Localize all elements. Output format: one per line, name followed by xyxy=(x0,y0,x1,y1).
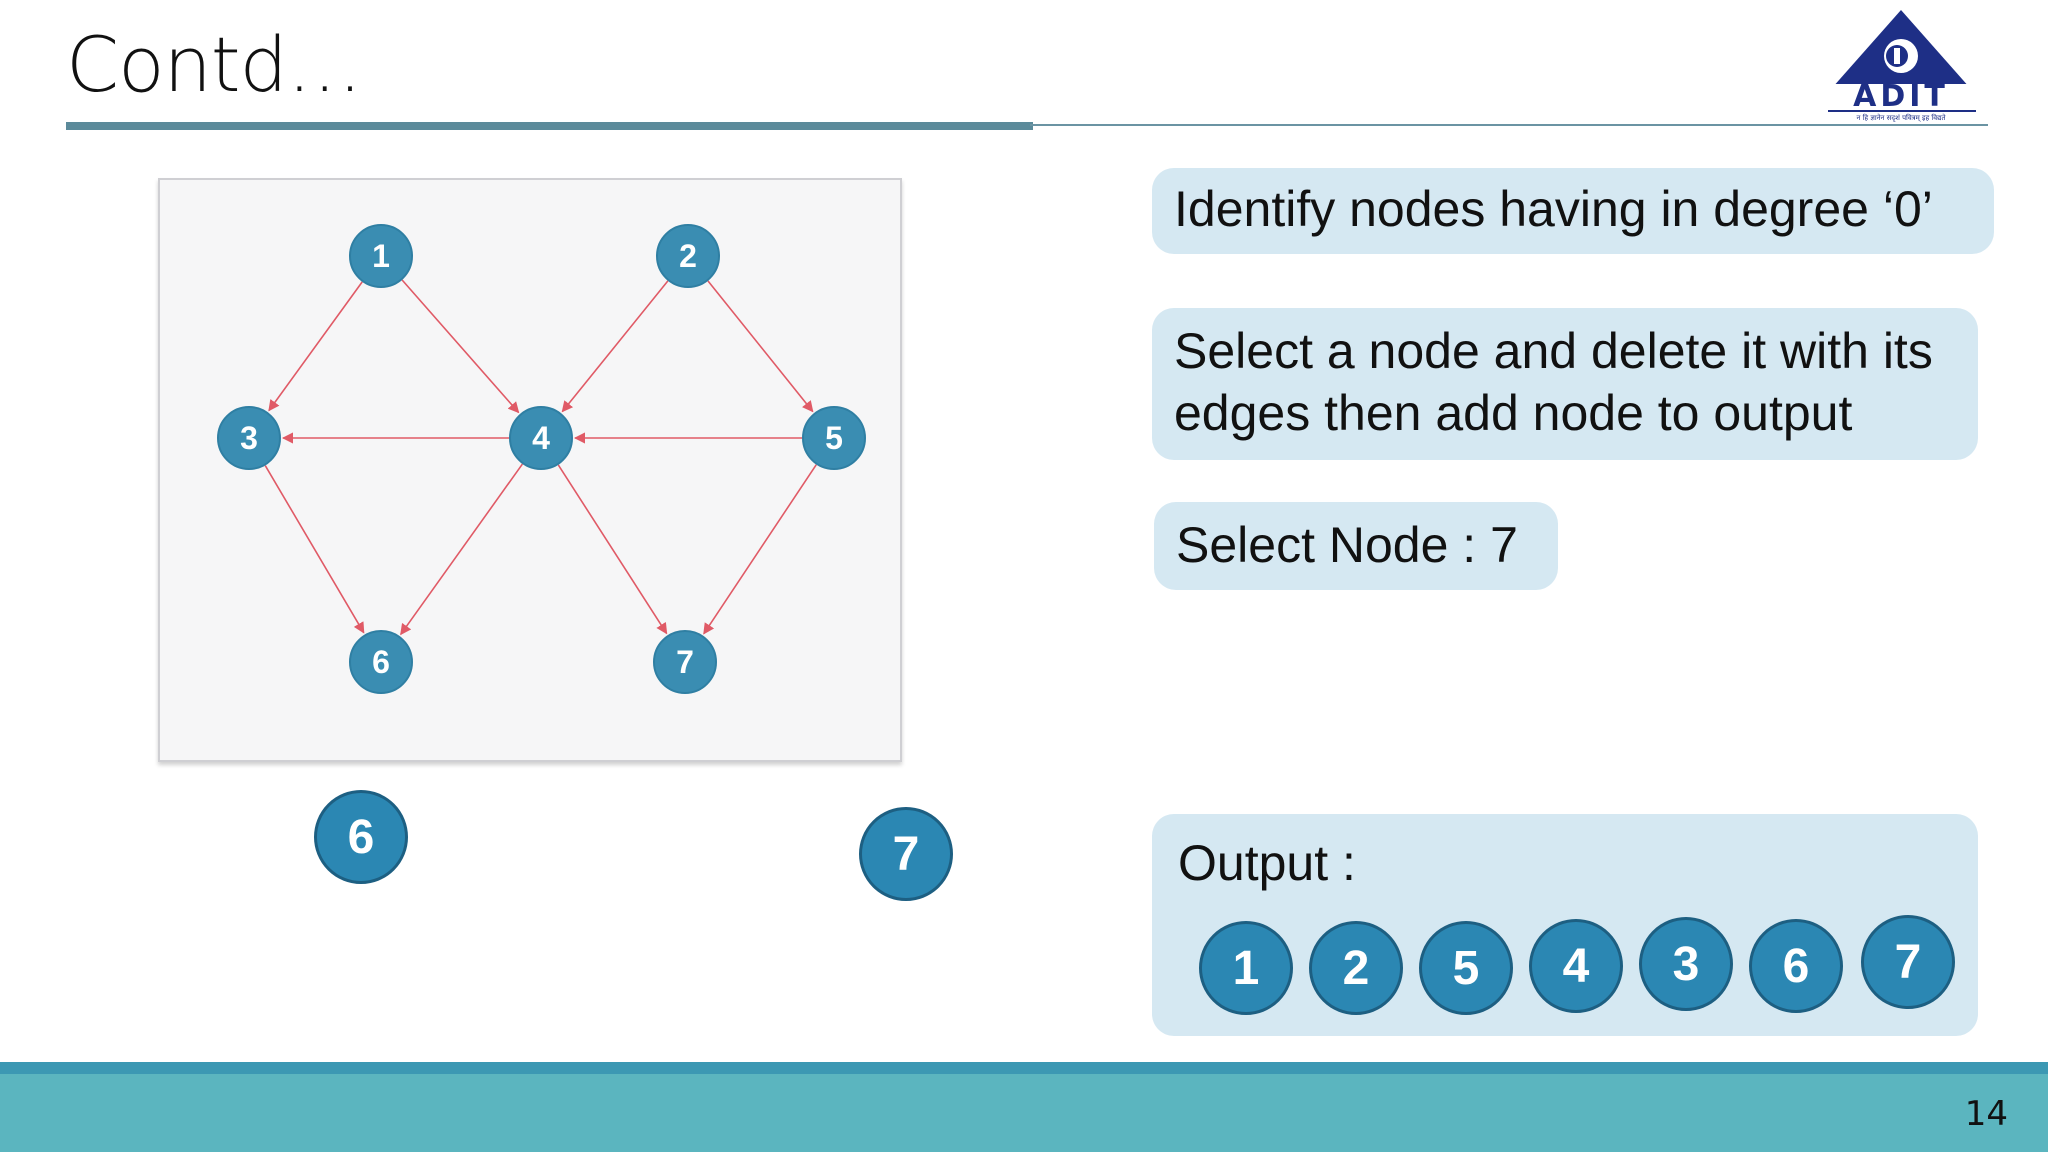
title-underline-thick xyxy=(66,122,1033,130)
title-underline-thin xyxy=(1030,124,1988,126)
output-node-5: 5 xyxy=(1419,921,1513,1015)
output-node-2: 2 xyxy=(1309,921,1403,1015)
graph-node-6: 6 xyxy=(349,630,413,694)
graph-node-1: 1 xyxy=(349,224,413,288)
slide-title: Contd… xyxy=(66,20,363,109)
callout-selected-node: Select Node : 7 xyxy=(1154,502,1558,590)
output-node-1: 1 xyxy=(1199,921,1293,1015)
edge-2-4 xyxy=(561,280,669,413)
edge-5-7 xyxy=(703,464,817,635)
logo-tagline: न हि ज्ञानेन सदृशं पवित्रम् इह विद्यते xyxy=(1856,113,1946,122)
edge-4-6 xyxy=(400,463,524,636)
callout-selected-node-text: Select Node : 7 xyxy=(1176,517,1518,573)
logo-text: ADIT xyxy=(1853,79,1949,114)
callout-select-delete: Select a node and delete it with its edg… xyxy=(1152,308,1978,460)
output-label: Output : xyxy=(1178,835,1356,891)
edge-2-5 xyxy=(707,280,814,413)
edge-3-6 xyxy=(264,465,365,634)
edge-1-4 xyxy=(401,279,520,414)
callout-identify: Identify nodes having in degree ‘0’ xyxy=(1152,168,1994,254)
page-number: 14 xyxy=(1964,1094,2008,1134)
graph-node-5: 5 xyxy=(802,406,866,470)
callout-identify-text: Identify nodes having in degree ‘0’ xyxy=(1174,181,1933,237)
footer-bar xyxy=(0,1074,2048,1152)
output-node-4: 4 xyxy=(1529,919,1623,1013)
graph-diagram: 1 2 3 4 5 6 7 xyxy=(158,178,902,762)
output-node-6: 6 xyxy=(1749,919,1843,1013)
output-node-7: 7 xyxy=(1861,915,1955,1009)
edge-1-3 xyxy=(268,281,363,412)
graph-edges xyxy=(264,279,817,636)
remaining-node-6: 6 xyxy=(314,790,408,884)
output-node-3: 3 xyxy=(1639,917,1733,1011)
graph-node-2: 2 xyxy=(656,224,720,288)
footer-stripe xyxy=(0,1062,2048,1074)
adit-logo: ADIT न हि ज्ञानेन सदृशं पवित्रम् इह विद्… xyxy=(1818,10,1984,122)
graph-node-3: 3 xyxy=(217,406,281,470)
remaining-node-7: 7 xyxy=(859,807,953,901)
callout-select-delete-text: Select a node and delete it with its edg… xyxy=(1174,323,1933,441)
graph-node-4: 4 xyxy=(509,406,573,470)
edge-4-7 xyxy=(557,464,668,635)
graph-node-7: 7 xyxy=(653,630,717,694)
